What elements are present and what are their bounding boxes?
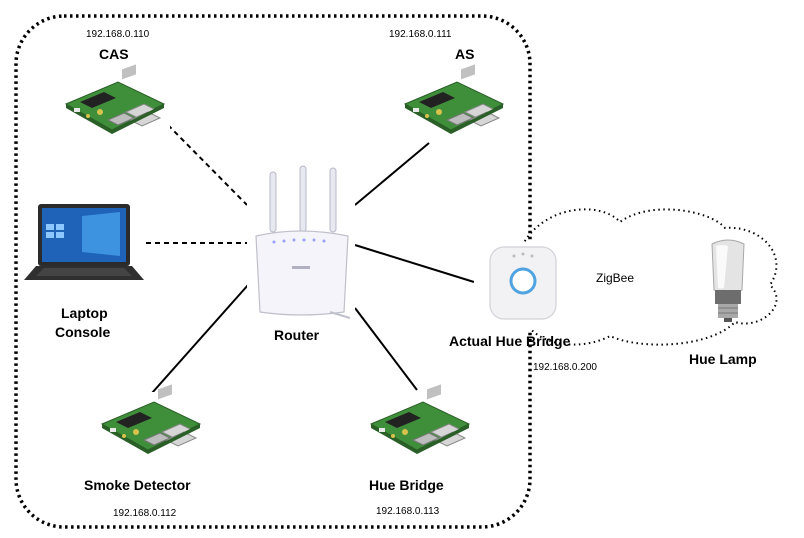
raspberry-pi-board-icon	[398, 63, 510, 143]
link-huebridge-router	[354, 307, 418, 391]
cas-ip: 192.168.0.110	[86, 29, 150, 40]
laptop-icon	[24, 198, 145, 284]
zigbee-label: ZigBee	[596, 271, 634, 285]
smoke-detector-label: Smoke Detector	[84, 477, 191, 493]
as-ip: 192.168.0.111	[389, 29, 452, 40]
router-label: Router	[274, 327, 320, 343]
laptop-label-line2: Console	[55, 324, 110, 340]
wifi-router-icon	[247, 162, 355, 322]
cas-label: CAS	[99, 46, 129, 62]
hue-bridge-ip: 192.168.0.113	[376, 506, 440, 517]
node-hue-lamp: Hue Lamp	[689, 239, 757, 367]
laptop-label-line1: Laptop	[61, 305, 108, 321]
raspberry-pi-board-icon	[95, 383, 207, 463]
hue-lamp-label: Hue Lamp	[689, 351, 757, 367]
hue-bridge-label: Hue Bridge	[369, 477, 444, 493]
link-router-actual-bridge	[354, 244, 475, 283]
node-router: Router	[247, 162, 355, 343]
actual-hue-bridge-ip: 192.168.0.200	[533, 362, 597, 373]
node-hue-bridge: Hue Bridge 192.168.0.113	[364, 383, 476, 517]
raspberry-pi-board-icon	[59, 63, 171, 143]
actual-hue-bridge-label: Actual Hue Bridge	[449, 333, 571, 349]
link-as-router	[354, 142, 430, 206]
node-as: 192.168.0.111 AS	[389, 29, 510, 143]
link-smoke-router	[151, 284, 249, 394]
light-bulb-icon	[711, 239, 745, 322]
raspberry-pi-board-icon	[364, 383, 476, 463]
node-smoke-detector: Smoke Detector 192.168.0.112	[84, 383, 207, 519]
node-laptop: Laptop Console	[24, 198, 145, 340]
node-cas: 192.168.0.110 CAS	[59, 29, 171, 143]
hue-bridge-icon	[474, 242, 572, 330]
as-label: AS	[455, 46, 474, 62]
smoke-detector-ip: 192.168.0.112	[113, 508, 177, 519]
link-cas-router	[167, 124, 248, 206]
node-actual-hue-bridge: Actual Hue Bridge 192.168.0.200	[449, 242, 597, 373]
